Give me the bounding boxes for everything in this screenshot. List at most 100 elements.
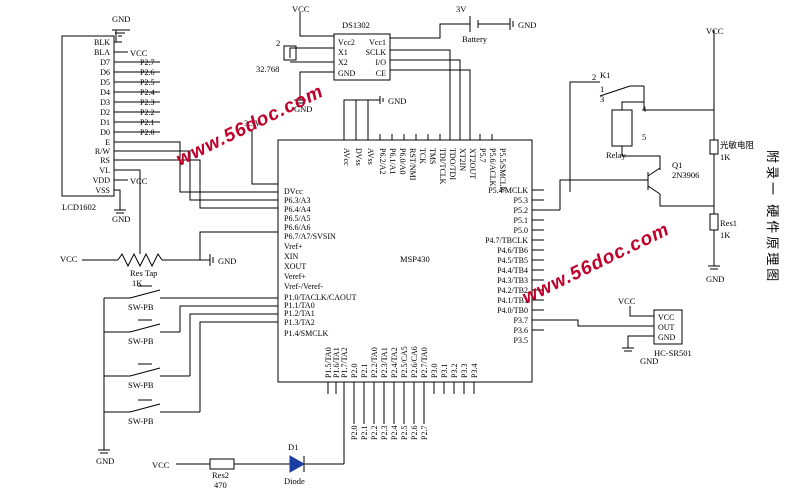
q1-part: 2N3906: [672, 170, 699, 180]
battery-voltage: 3V: [456, 4, 467, 14]
mcu-bottom-net: P2.4: [390, 426, 399, 440]
lcd-net: P2.5: [140, 78, 154, 87]
mcu-top-pin: DVss: [354, 148, 363, 166]
vcc-label-relay: VCC: [706, 26, 724, 36]
battery-name: Battery: [462, 34, 488, 44]
lcd-pin: D4: [100, 88, 110, 97]
mcu-right-pin: P3.6: [514, 326, 528, 335]
mcu-left-pin: P6.5/A5: [284, 214, 310, 223]
mcu-right-pin: P5.1: [514, 216, 528, 225]
relay-pin3: 3: [600, 94, 604, 104]
relay-pin4: 4: [642, 104, 647, 114]
mcu-right-pin: P5.3: [514, 196, 528, 205]
vcc-label-pir: VCC: [618, 296, 636, 306]
q1-ref: Q1: [672, 160, 682, 170]
res2-ref: Res2: [212, 470, 229, 480]
res2-body: [209, 458, 235, 470]
mcu-bottom-pin: P3.2: [450, 364, 459, 378]
switch-2: [104, 319, 180, 333]
res-tap-name: Res Tap: [130, 268, 157, 278]
mcu-bottom-net: P2.7: [420, 426, 429, 440]
mcu-bottom-net: P2.6: [410, 426, 419, 440]
lcd-pin: VSS: [95, 186, 110, 195]
vcc-label-lcd-vdd: VCC: [130, 176, 148, 186]
lcd-pin: R/W: [95, 147, 111, 156]
mcu-left-pin: P1.1/TA0: [284, 301, 315, 310]
mcu-top-pin: P6.0/A0: [398, 148, 407, 174]
relay-name: Relay: [606, 150, 627, 160]
vcc-label-diode: VCC: [152, 460, 170, 470]
mcu-bottom-pin: P3.0: [430, 364, 439, 378]
crystal-pin: 2: [276, 38, 280, 48]
lcd-net: P2.7: [140, 58, 154, 67]
mcu-bottom-net: P2.3: [380, 426, 389, 440]
switch-1: [104, 285, 170, 299]
switch-3: [104, 363, 190, 377]
lcd-pin: D0: [100, 128, 110, 137]
switch-3-label: SW-PB: [128, 380, 154, 390]
mcu-top-pin: P5.5/SMCLK: [498, 148, 507, 192]
mcu-bottom-net: P2.1: [360, 426, 369, 440]
pir-pin-out: OUT: [658, 323, 675, 332]
mcu-top-pin: RST/NMI: [408, 148, 417, 181]
mcu-top-pin: P5.6/ACLK: [488, 148, 497, 187]
pir-pin-vcc: VCC: [658, 313, 674, 322]
relay-pin2: 2: [592, 72, 596, 82]
lcd-net: P2.1: [140, 118, 154, 127]
gnd-label-ds1302: GND: [294, 104, 312, 114]
relay-ref: K1: [600, 70, 610, 80]
gnd-symbols: [98, 18, 720, 454]
res1-body: [709, 213, 719, 231]
mcu-top-pin: XT2OUT: [468, 148, 477, 179]
watermark-bottom: www.56doc.com: [519, 219, 673, 309]
relay-coil: [611, 109, 633, 147]
ds1302-right-pin: SCLK: [366, 48, 387, 57]
mcu-right-pin: P3.5: [514, 336, 528, 345]
ds1302-left-pin: X2: [338, 58, 348, 67]
pir-name: HC-SR501: [654, 348, 692, 358]
gnd-label-lcd: GND: [112, 14, 130, 24]
mcu-bottom-pin: P2.7/TA0: [420, 347, 429, 378]
gnd-label-switches: GND: [96, 456, 114, 466]
mcu-bottom-pin: P3.1: [440, 364, 449, 378]
vcc-label-lcd-bla: VCC: [130, 48, 148, 58]
mcu-right-pin: P5.2: [514, 206, 528, 215]
mcu-bottom-net: P2.0: [350, 426, 359, 440]
mcu-left-pin: P6.7/A7/SVSIN: [284, 232, 336, 241]
photo-res-name: 光敏电阻: [720, 140, 755, 150]
ds1302-left-pin: GND: [338, 69, 356, 78]
mcu-left-pin: Veref+: [284, 272, 306, 281]
mcu-left-pin: P1.3/TA2: [284, 318, 315, 327]
mcu-right-pin: P4.7/TBCLK: [485, 236, 528, 245]
mcu-bottom-pin: P2.6/CA6: [410, 346, 419, 378]
relay-pin5: 5: [642, 132, 646, 142]
diode-ref: D1: [288, 442, 298, 452]
mcu-right-pin: P4.2/TB2: [497, 286, 528, 295]
mcu-left-pin: Vref+: [284, 242, 303, 251]
res1-value: 1K: [720, 230, 731, 240]
lcd-pin: BLA: [94, 48, 110, 57]
mcu-bottom-pin: P1.6/TA1: [332, 347, 341, 378]
vcc-label-pot: VCC: [60, 254, 78, 264]
mcu-bottom-pin: P2.1: [360, 364, 369, 378]
switch-2-label: SW-PB: [128, 336, 154, 346]
gnd-label-pir: GND: [640, 356, 658, 366]
crystal: [283, 45, 297, 61]
mcu-bottom-pin: P1.7/TA2: [340, 347, 349, 378]
mcu-left-pin: P6.6/A6: [284, 223, 310, 232]
mcu-left-pin: XIN: [284, 252, 298, 261]
gnd-label-battery: GND: [518, 20, 536, 30]
ds1302-right-pin: Vcc1: [369, 38, 386, 47]
lcd-pin: D7: [100, 58, 110, 67]
mcu-right-pin: P3.7: [514, 316, 528, 325]
mcu-left-pin: Vref-/Veref-: [284, 282, 323, 291]
mcu-bottom-net: P2.5: [400, 426, 409, 440]
mcu-right-pin: P5.4/MCLK: [488, 186, 528, 195]
mcu-supply: 3.3V: [244, 118, 262, 128]
mcu-right-pin: P4.4/TB4: [497, 266, 528, 275]
mcu-top-pin: TMS: [428, 148, 437, 164]
photo-res-value: 1K: [720, 152, 731, 162]
mcu-bottom-pin: P2.5/CA5: [400, 346, 409, 378]
